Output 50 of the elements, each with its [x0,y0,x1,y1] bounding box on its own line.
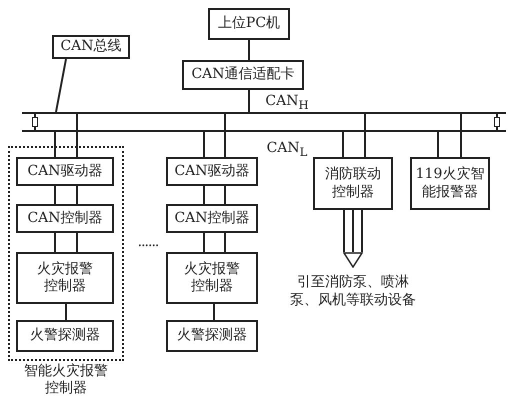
module-box: 火警探测器 [16,320,114,352]
resistor-symbol [494,117,500,127]
connector-line [203,186,205,204]
connector-line [76,186,78,204]
connector-line [224,233,226,252]
connector-line [248,90,250,112]
module-box: 119火灾智能报警器 [410,157,490,210]
connector-line [34,127,36,130]
bus-label: CAN$_{H}$ [264,93,310,112]
connector-line [342,132,344,157]
bus-line [22,112,506,114]
connector-line [224,186,226,204]
module-box: 消防联动控制器 [313,157,393,210]
connector-line [437,132,439,157]
connector-line [203,132,205,157]
module-box: CAN通信适配卡 [182,60,304,90]
group-caption: 智能火灾报警控制器 [23,363,109,397]
connector-line [496,127,498,130]
module-box: CAN驱动器 [16,157,114,186]
connector-line [496,114,498,117]
connector-line [203,233,205,252]
module-box: 上位PC机 [208,8,290,40]
bus-line [22,130,506,132]
module-box: 火灾报警控制器 [16,252,114,304]
connector-line [361,210,363,252]
connector-line [76,233,78,252]
connector-line [343,210,345,252]
module-box: 火灾报警控制器 [166,252,258,304]
continuation-dots: ...... [136,234,160,252]
connector-line [65,304,67,320]
bus-label: CAN$_{L}$ [266,140,308,160]
connector-line [76,114,78,157]
module-box: 火警探测器 [166,320,258,352]
connector-line [364,114,366,157]
connector-line [54,233,56,252]
connector-line [224,114,226,157]
connector-line [54,132,56,157]
module-box: CAN控制器 [166,204,258,233]
module-box: CAN控制器 [16,204,114,233]
note-text: 引至消防泵、喷淋泵、风机等联动设备 [290,274,416,309]
leader-line [55,58,67,112]
connector-line [248,40,250,60]
connector-line [352,210,354,252]
module-box: CAN驱动器 [166,157,258,186]
connector-line [213,304,215,320]
connector-line [54,186,56,204]
connector-line [34,114,36,117]
callout-box: CAN总线 [52,35,130,59]
connector-line [460,114,462,157]
resistor-symbol [32,117,38,127]
